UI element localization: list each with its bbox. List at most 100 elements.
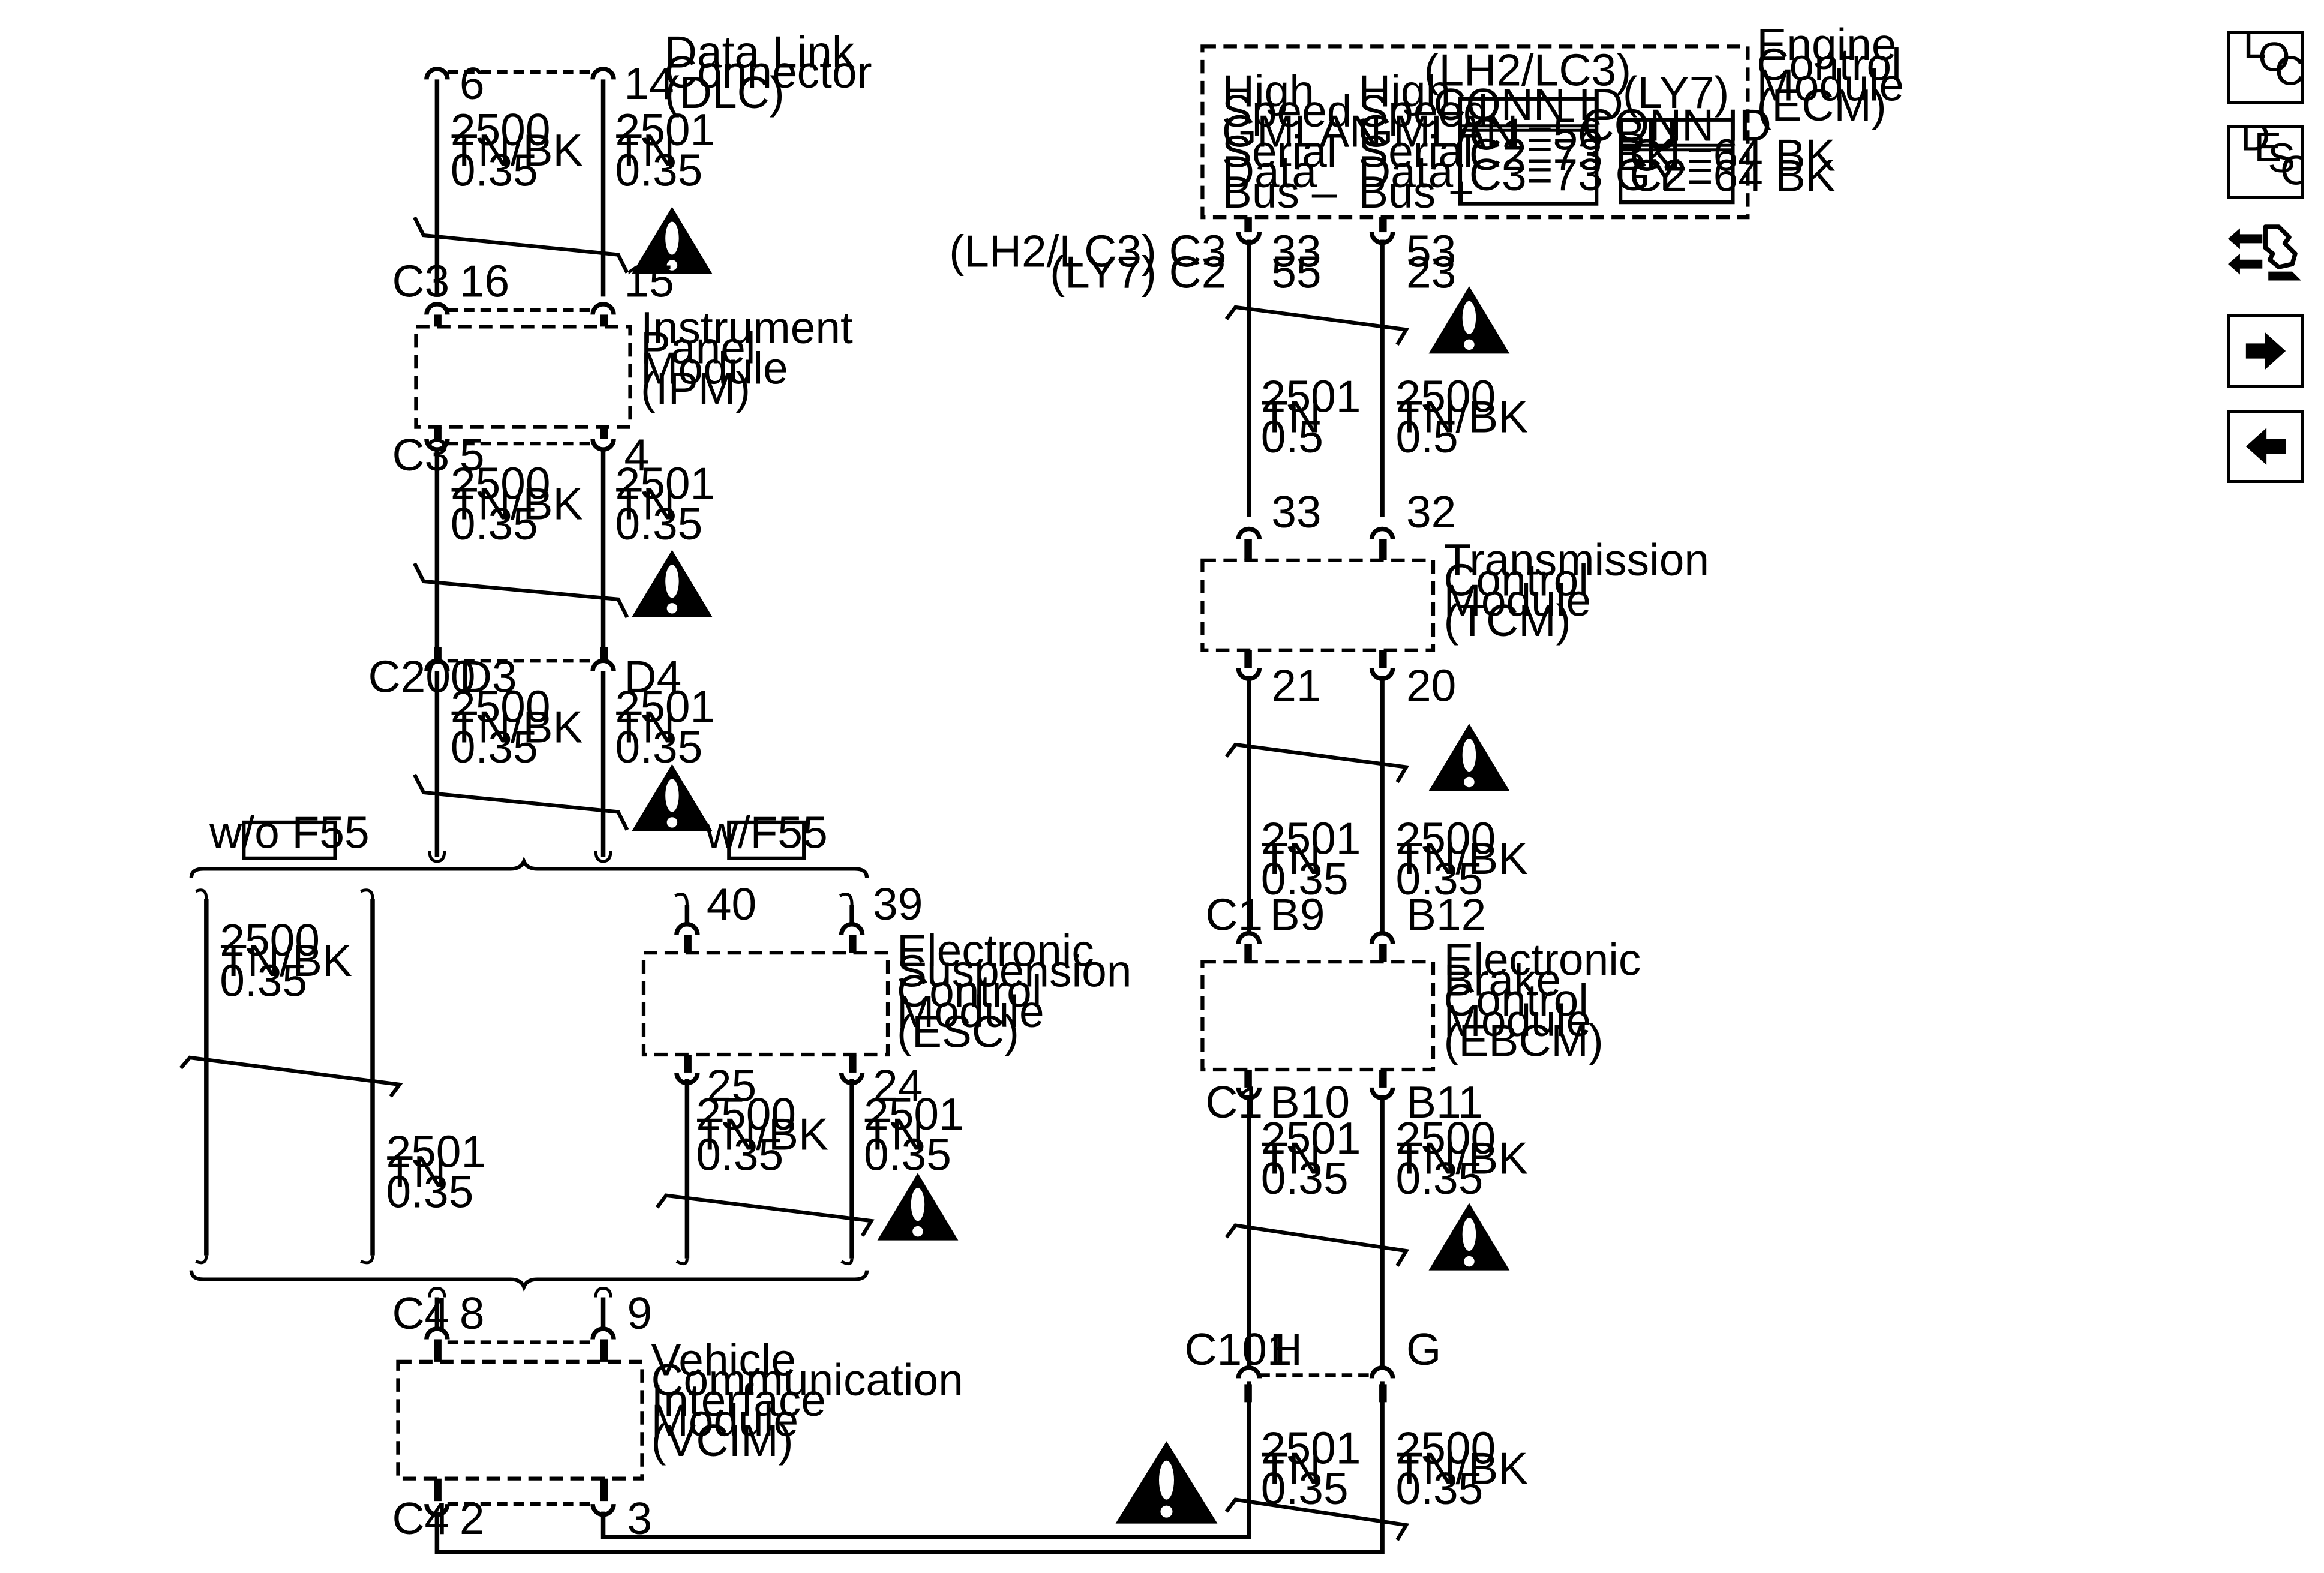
wire-label-ebcm-right: 2500TN/BK0.35 bbox=[1396, 1113, 1529, 1203]
connector-ebcm-c1-bottom: C1 bbox=[1205, 1077, 1263, 1127]
pin-ecm-33: 33 bbox=[1271, 226, 1321, 276]
twisted-pair-marker bbox=[655, 1193, 875, 1237]
pin-ipm-4: 4 bbox=[624, 430, 650, 480]
pin-c200-d4: D4 bbox=[624, 652, 682, 702]
svg-text:L: L bbox=[2243, 34, 2266, 67]
svg-text:C: C bbox=[2275, 48, 2301, 94]
esc-box bbox=[641, 951, 890, 1057]
warning-icon bbox=[1428, 724, 1510, 791]
pin-tcm-21: 21 bbox=[1271, 661, 1321, 711]
pin-c200-d3: D3 bbox=[460, 652, 517, 702]
ecm-box bbox=[1200, 44, 1750, 220]
schematic-tool-button[interactable] bbox=[2223, 221, 2306, 288]
pin-dlc-6: 6 bbox=[460, 58, 485, 109]
connector-ecm-c2: (LY7) C2 bbox=[1050, 247, 1226, 297]
vcim-label: VehicleCommunicationInterfaceModule(VCIM… bbox=[651, 1334, 963, 1466]
svg-text:C: C bbox=[2280, 148, 2301, 194]
svg-text:CONN ID: CONN ID bbox=[1582, 100, 1771, 151]
wire-vcim3-to-h bbox=[600, 1381, 1251, 1539]
location-button[interactable]: L O C bbox=[2227, 31, 2304, 104]
svg-text:E: E bbox=[2254, 128, 2282, 170]
wire-label-ipm-right: 2501TN0.35 bbox=[615, 458, 716, 549]
connector-c101: C101 bbox=[1184, 1324, 1292, 1374]
location-icon: L O C bbox=[2243, 34, 2301, 94]
warning-icon bbox=[632, 764, 713, 831]
arrow-right-icon bbox=[2245, 332, 2286, 370]
ecm-label: EngineControlModule(ECM) bbox=[1756, 19, 1904, 130]
ecm-lh2-title: (LH2/LC3) bbox=[1424, 44, 1632, 95]
pin-vcim-9: 9 bbox=[627, 1288, 653, 1338]
connector-vcim-c4-bottom: C4 bbox=[392, 1493, 449, 1544]
warning-icon bbox=[1428, 1203, 1510, 1271]
svg-text:Data LinkConnector(DLC): Data LinkConnector(DLC) bbox=[665, 26, 872, 117]
ecm-ly7-title: (LY7) bbox=[1623, 67, 1730, 118]
pin-esc-24: 24 bbox=[873, 1060, 923, 1110]
previous-page-button[interactable] bbox=[2227, 410, 2304, 483]
ebcm-label: ElectronicBrakeControlModule(EBCM) bbox=[1443, 935, 1641, 1066]
pin-esc-25: 25 bbox=[707, 1060, 756, 1110]
pin-c101-h: H bbox=[1270, 1324, 1302, 1374]
wire-label-dlc-right: 2501TN0.35 bbox=[615, 104, 716, 195]
svg-text:O: O bbox=[2258, 34, 2290, 80]
wire-label-esc-left: 2500TN/BK0.35 bbox=[696, 1089, 828, 1179]
option-brace-bottom bbox=[189, 1270, 869, 1292]
ecm-ly7-conn-table: CONN ID C1=64 BKC2=64 BK bbox=[1582, 100, 1836, 205]
pin-esc-39: 39 bbox=[873, 879, 923, 929]
wire-label-ecm-right: 2500TN/BK0.5 bbox=[1396, 371, 1529, 462]
twisted-pair-marker bbox=[413, 216, 629, 274]
wire-label-dlc-left: 2500TN/BK0.35 bbox=[451, 104, 583, 195]
dlc-module: Data LinkConnector(DLC) 6 14 bbox=[424, 26, 872, 118]
twisted-pair-marker bbox=[1224, 1497, 1410, 1541]
warning-icon bbox=[877, 1173, 959, 1241]
twisted-pair-marker bbox=[413, 562, 629, 619]
svg-text:w/F55: w/F55 bbox=[705, 807, 828, 857]
twisted-pair-marker bbox=[413, 773, 629, 831]
description-button[interactable]: D E S C bbox=[2227, 125, 2304, 199]
warning-icon bbox=[632, 206, 713, 274]
ecm-lh2-conn-table: CONN ID C1=56 BUC2=73 BKC3=73 GY bbox=[1433, 79, 1680, 206]
pin-dlc-14: 14 bbox=[624, 58, 674, 109]
pin-tcm-33: 33 bbox=[1271, 487, 1321, 537]
pin-ebcm-b12: B12 bbox=[1406, 890, 1486, 940]
wire-label-c200-left: 2500TN/BK0.35 bbox=[451, 682, 583, 772]
pin-ecm-23: 23 bbox=[1406, 247, 1456, 297]
connector-ipm-c3-bottom: C3 bbox=[392, 430, 449, 480]
wire-label-c101-left: 2501TN0.35 bbox=[1261, 1423, 1361, 1514]
pin-vcim-2: 2 bbox=[460, 1493, 485, 1544]
ecm-bus-plus-label: HighSpeedGMLANSerialDataBus + bbox=[1358, 65, 1518, 217]
pin-tcm-32: 32 bbox=[1406, 487, 1456, 537]
wire-vcim2-to-g bbox=[434, 1381, 1385, 1554]
ipm-label: InstrumentPanelModule(IPM) bbox=[641, 302, 853, 413]
schematic-tool-icon bbox=[2228, 224, 2301, 281]
pin-ipm-5: 5 bbox=[460, 430, 485, 480]
warning-icon bbox=[1115, 1441, 1218, 1524]
connector-ecm-c3: (LH2/LC3) C3 bbox=[949, 226, 1226, 276]
vcim-box bbox=[396, 1359, 644, 1481]
wire-label-bypass-right: 2501TN0.35 bbox=[386, 1126, 486, 1217]
twisted-pair-marker bbox=[1224, 1223, 1410, 1267]
svg-text:CONN ID: CONN ID bbox=[1433, 79, 1623, 130]
svg-text:S: S bbox=[2268, 135, 2295, 181]
next-page-button[interactable] bbox=[2227, 314, 2304, 388]
pin-ipm-16: 16 bbox=[460, 256, 509, 306]
ecm-bus-minus-label: HighSpeedGMLANSerialDataBus – bbox=[1222, 65, 1382, 217]
pin-ipm-15: 15 bbox=[624, 256, 674, 306]
connector-ebcm-c1-top: C1 bbox=[1205, 890, 1263, 940]
wire-label-c200-right: 2501TN0.35 bbox=[615, 682, 716, 772]
pin-ebcm-b9: B9 bbox=[1270, 890, 1325, 940]
option-brace-top bbox=[189, 856, 869, 878]
arrow-left-icon bbox=[2245, 428, 2286, 465]
svg-text:w/o F55: w/o F55 bbox=[209, 807, 369, 857]
twisted-pair-marker bbox=[179, 1055, 403, 1098]
pin-ecm-53: 53 bbox=[1406, 226, 1456, 276]
description-icon: D E S C bbox=[2241, 128, 2301, 194]
tcm-label: TransmissionControlModule(TCM) bbox=[1443, 535, 1709, 646]
pin-c101-g: G bbox=[1406, 1324, 1441, 1374]
pin-ecm-55: 55 bbox=[1271, 247, 1321, 297]
svg-text:C1=64 BKC2=64 BK: C1=64 BKC2=64 BK bbox=[1629, 130, 1836, 201]
pin-ebcm-b11: B11 bbox=[1406, 1077, 1483, 1127]
warning-icon bbox=[1428, 286, 1510, 354]
option-with-f55 bbox=[727, 820, 806, 860]
connector-c200: C200 bbox=[368, 652, 476, 702]
